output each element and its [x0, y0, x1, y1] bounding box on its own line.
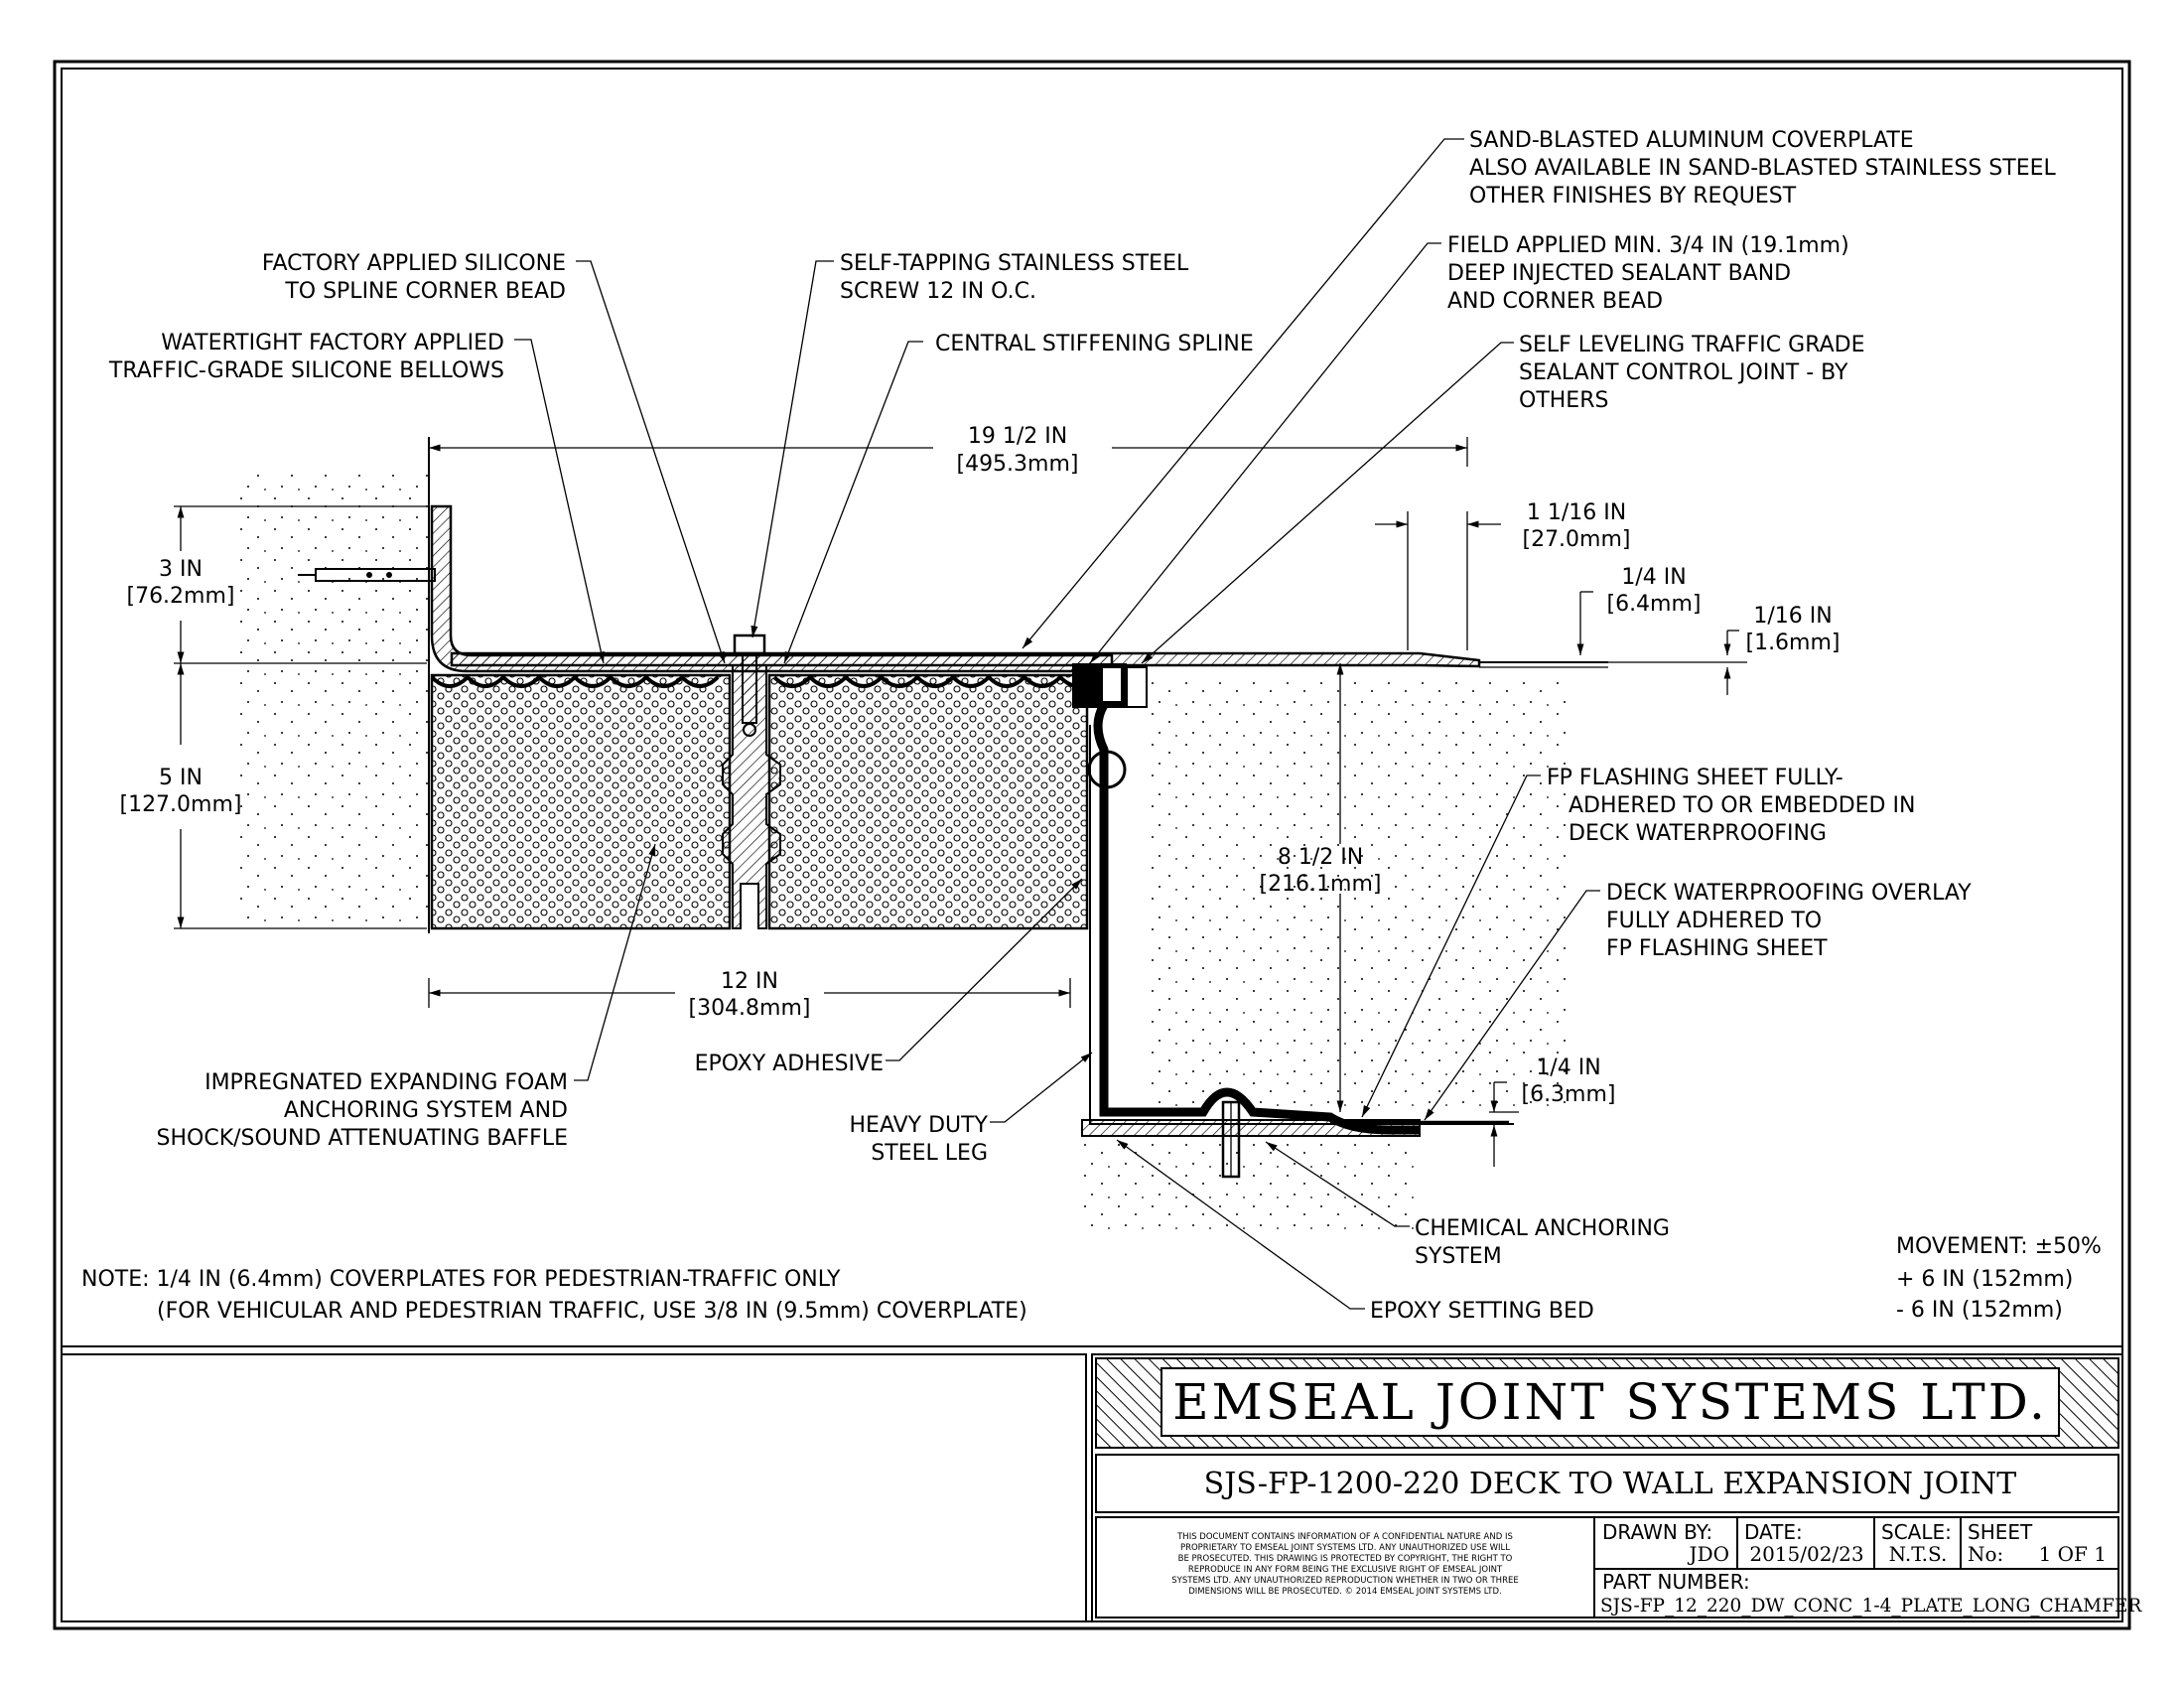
coverplate-label-3: OTHER FINISHES BY REQUEST [1469, 184, 1797, 209]
overlay-label-1: DECK WATERPROOFING OVERLAY [1606, 881, 1972, 906]
silicone-bead-label-1: FACTORY APPLIED SILICONE [262, 251, 566, 276]
part-number-label: PART NUMBER: [1602, 1570, 1750, 1594]
screw-label-2: SCREW 12 IN O.C. [840, 279, 1036, 304]
legal-line-1: THIS DOCUMENT CONTAINS INFORMATION OF A … [1176, 1532, 1513, 1542]
dim-8-1-2-in: 8 1/2 IN [1278, 845, 1363, 870]
control-joint-label-2: SEALANT CONTROL JOINT - BY [1519, 360, 1848, 385]
steel-leg-label-2: STEEL LEG [871, 1141, 988, 1166]
sheet-value: 1 OF 1 [2039, 1542, 2107, 1566]
movement-block: MOVEMENT: ±50% + 6 IN (152mm) - 6 IN (15… [1896, 1234, 2102, 1323]
movement-line-3: - 6 IN (152mm) [1896, 1298, 2063, 1323]
callouts: SAND-BLASTED ALUMINUM COVERPLATE ALSO AV… [108, 128, 2057, 1324]
epoxy-adhesive-label: EPOXY ADHESIVE [695, 1052, 884, 1076]
flashing-label-3: DECK WATERPROOFING [1569, 821, 1827, 846]
coverplate-label-1: SAND-BLASTED ALUMINUM COVERPLATE [1469, 128, 1914, 153]
coverplate [450, 651, 1481, 668]
dim-1-1-16-in: 1 1/16 IN [1527, 500, 1626, 525]
bellows-label-1: WATERTIGHT FACTORY APPLIED [161, 331, 504, 355]
legal-line-3: BE PROSECUTED. THIS DRAWING IS PROTECTED… [1178, 1554, 1513, 1564]
sheet-no-label: No: [1968, 1542, 2003, 1566]
foam-label-2: ANCHORING SYSTEM AND [284, 1098, 568, 1123]
epoxy-setting-bed [1081, 1119, 1421, 1137]
dim-8-1-2-mm: [216.1mm] [1259, 872, 1381, 897]
lower-concrete [1082, 1137, 1420, 1231]
note-line-2: (FOR VEHICULAR AND PEDESTRIAN TRAFFIC, U… [157, 1299, 1027, 1324]
dim-3-mm: [76.2mm] [126, 584, 234, 609]
dim-1-4b-mm: [6.3mm] [1521, 1082, 1615, 1107]
date-value: 2015/02/23 [1749, 1542, 1863, 1566]
dim-5-in: 5 IN [159, 766, 203, 790]
chem-anchor-label-1: CHEMICAL ANCHORING [1415, 1216, 1670, 1241]
legal-line-6: DIMENSIONS WILL BE PROSECUTED. © 2014 EM… [1188, 1587, 1502, 1597]
screw-label-1: SELF-TAPPING STAINLESS STEEL [840, 251, 1189, 276]
dim-1-16-in: 1/16 IN [1753, 604, 1832, 629]
silicone-bellows [430, 674, 1098, 688]
blank-panel [61, 1353, 1087, 1622]
drawn-by: JDO [1688, 1542, 1729, 1566]
silicone-bead-label-2: TO SPLINE CORNER BEAD [284, 279, 566, 304]
drawing-title: SJS-FP-1200-220 DECK TO WALL EXPANSION J… [1204, 1467, 2017, 1501]
foam-label-3: SHOCK/SOUND ATTENUATING BAFFLE [157, 1126, 568, 1151]
date-label: DATE: [1744, 1520, 1803, 1544]
scale-label: SCALE: [1881, 1520, 1952, 1544]
note-line-1: NOTE: 1/4 IN (6.4mm) COVERPLATES FOR PED… [81, 1267, 841, 1292]
legal-line-2: PROPRIETARY TO EMSEAL JOINT SYSTEMS LTD.… [1180, 1543, 1510, 1553]
flashing-label-1: FP FLASHING SHEET FULLY- [1547, 766, 1843, 790]
dim-12-in: 12 IN [721, 969, 778, 994]
dim-12-mm: [304.8mm] [688, 996, 810, 1021]
control-joint-label-1: SELF LEVELING TRAFFIC GRADE [1519, 333, 1865, 357]
coverplate-label-2: ALSO AVAILABLE IN SAND-BLASTED STAINLESS… [1469, 156, 2056, 181]
company-name: EMSEAL JOINT SYSTEMS LTD. [1172, 1373, 2048, 1431]
dim-19-in: 19 1/2 IN [968, 424, 1067, 449]
dim-3-in: 3 IN [159, 557, 203, 582]
flashing-label-2: ADHERED TO OR EMBEDDED IN [1569, 793, 1915, 818]
dim-1-16-mm: [1.6mm] [1745, 631, 1840, 655]
foam-block-right [767, 673, 1089, 930]
spline-label: CENTRAL STIFFENING SPLINE [935, 332, 1254, 356]
bellows-label-2: TRAFFIC-GRADE SILICONE BELLOWS [108, 358, 504, 383]
overlay-label-3: FP FLASHING SHEET [1606, 936, 1828, 961]
part-number: SJS-FP_12_220_DW_CONC_1-4_PLATE_LONG_CHA… [1600, 1596, 2142, 1617]
movement-line-1: MOVEMENT: ±50% [1896, 1234, 2102, 1259]
dimension-labels: 19 1/2 IN [495.3mm] 1 1/16 IN [27.0mm] 1… [119, 424, 1840, 1107]
leader-lines [514, 138, 1600, 1310]
legal-line-5: SYSTEMS LTD. ANY UNAUTHORIZED REPRODUCTI… [1171, 1576, 1518, 1586]
left-concrete [233, 472, 432, 928]
dim-19-mm: [495.3mm] [956, 452, 1078, 477]
control-joint-label-3: OTHERS [1519, 388, 1608, 413]
title-block: EMSEAL JOINT SYSTEMS LTD. SJS-FP-1200-22… [61, 1353, 2142, 1622]
dim-5-mm: [127.0mm] [119, 792, 241, 817]
joint-detail [233, 437, 1608, 1231]
note-block: NOTE: 1/4 IN (6.4mm) COVERPLATES FOR PED… [81, 1267, 1027, 1324]
movement-line-2: + 6 IN (152mm) [1896, 1267, 2073, 1292]
dim-1-1-16-mm: [27.0mm] [1522, 527, 1630, 552]
outer-border [53, 60, 2131, 1630]
field-sealant-label-2: DEEP INJECTED SEALANT BAND [1447, 261, 1791, 286]
right-concrete [1152, 675, 1569, 1112]
drawn-by-label: DRAWN BY: [1602, 1520, 1712, 1544]
field-sealant-label-3: AND CORNER BEAD [1447, 289, 1663, 314]
foam-block-left [430, 673, 732, 930]
foam-label-1: IMPREGNATED EXPANDING FOAM [205, 1070, 568, 1095]
legal-line-4: REPRODUCE IN ANY FORM BEING THE EXCLUSIV… [1188, 1565, 1503, 1575]
left-anchor-bolt [298, 568, 436, 582]
left-angle [430, 504, 1114, 673]
sheet-label: SHEET [1968, 1520, 2033, 1544]
chem-anchor-label-2: SYSTEM [1415, 1244, 1502, 1269]
setting-bed-label: EPOXY SETTING BED [1370, 1299, 1594, 1324]
central-spline [722, 664, 781, 929]
dim-1-4a-in: 1/4 IN [1621, 565, 1686, 590]
steel-leg-label-1: HEAVY DUTY [850, 1113, 989, 1138]
scale-value: N.T.S. [1889, 1542, 1948, 1566]
overlay-label-2: FULLY ADHERED TO [1606, 909, 1822, 933]
dim-1-4a-mm: [6.4mm] [1606, 592, 1701, 617]
dimension-lines [174, 437, 1747, 1167]
dim-1-4b-in: 1/4 IN [1536, 1055, 1600, 1080]
leg-clip [1087, 750, 1127, 789]
field-sealant-label-1: FIELD APPLIED MIN. 3/4 IN (19.1mm) [1447, 233, 1849, 258]
